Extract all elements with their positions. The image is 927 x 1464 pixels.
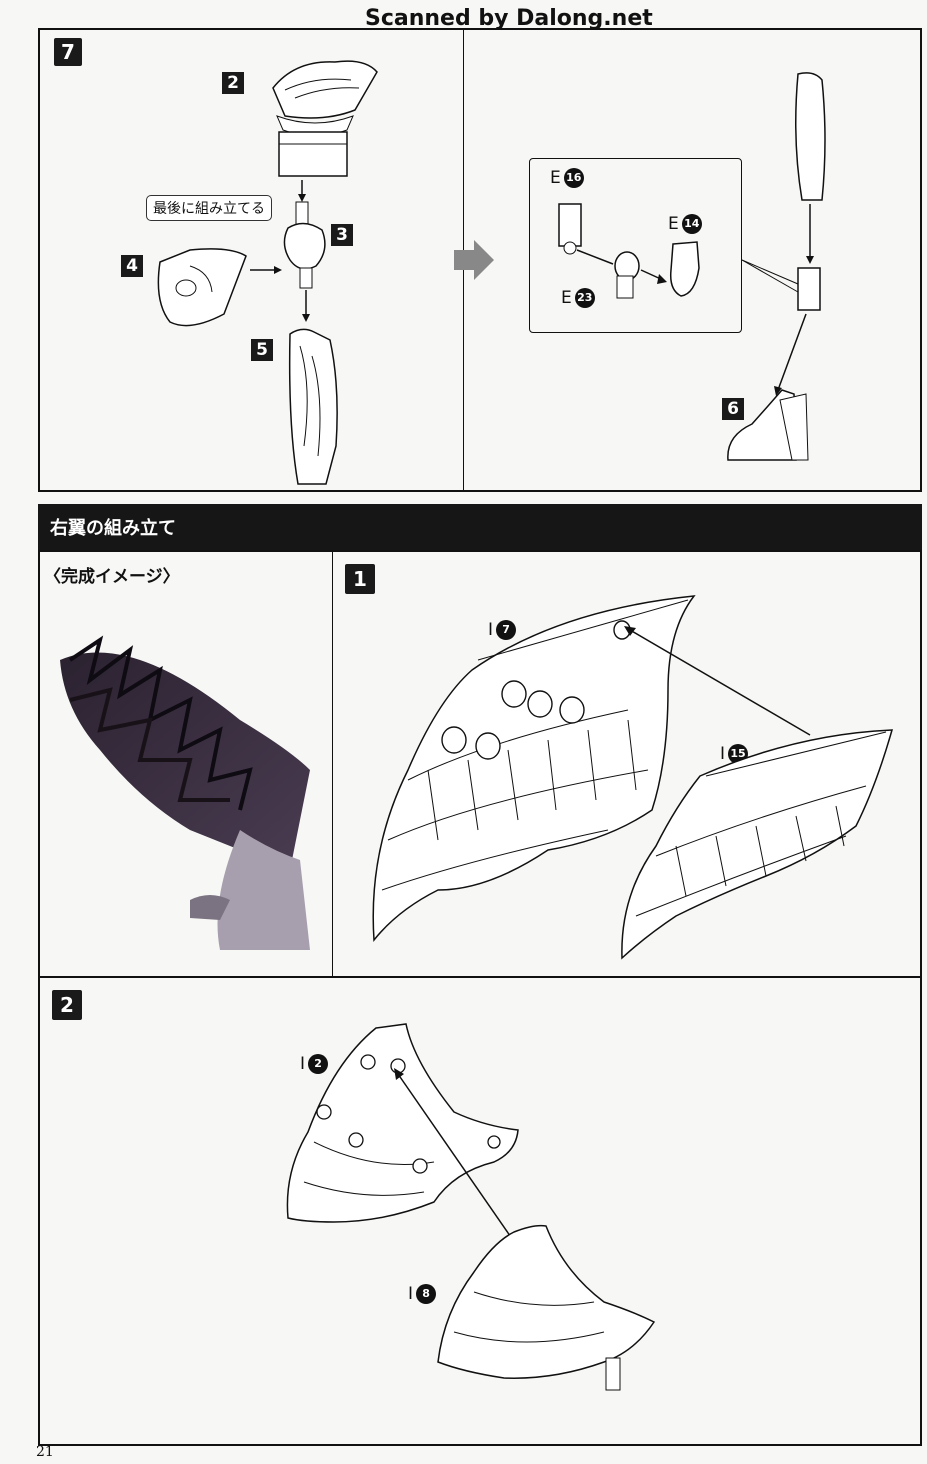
page-number: 21 — [36, 1444, 54, 1460]
part-number-6: 6 — [722, 398, 744, 420]
small-wing-top-drawing — [286, 1023, 519, 1223]
wing-outer-drawing — [372, 595, 696, 942]
watermark: Scanned by Dalong.net — [365, 6, 653, 31]
completed-wing-photo — [60, 635, 310, 950]
wing-inner-drawing — [621, 729, 894, 960]
small-wing-bottom-drawing — [437, 1224, 656, 1391]
step2-assembly-arrow — [394, 1068, 525, 1257]
part-number-4: 4 — [121, 255, 143, 277]
section-header: 右翼の組み立て — [38, 504, 922, 550]
completed-image-caption: 〈完成イメージ〉 — [44, 567, 180, 587]
part-number-5: 5 — [251, 339, 273, 361]
step1-assembly-arrow — [624, 626, 811, 736]
part-number-2: 2 — [222, 72, 244, 94]
collar-part-drawing — [157, 248, 282, 327]
wing-step2-frame — [38, 976, 922, 1446]
section-title: 右翼の組み立て — [50, 518, 176, 539]
wing-step1-badge: 1 — [345, 564, 375, 594]
step7-frame — [38, 28, 922, 492]
leg-drawing — [727, 72, 826, 461]
part-number-3: 3 — [331, 224, 353, 246]
wing-step2-badge: 2 — [52, 990, 82, 1020]
step-number-badge: 7 — [54, 38, 82, 66]
wing-panel-divider — [332, 552, 333, 977]
next-arrow-icon — [454, 240, 494, 280]
neck-joint-drawing — [283, 180, 326, 322]
inset-joint-box — [529, 158, 742, 333]
head-part-drawing — [272, 60, 378, 177]
inset-joint-drawing — [558, 203, 700, 299]
torso-part-drawing — [288, 328, 338, 485]
assemble-last-callout: 最後に組み立てる — [146, 195, 272, 221]
